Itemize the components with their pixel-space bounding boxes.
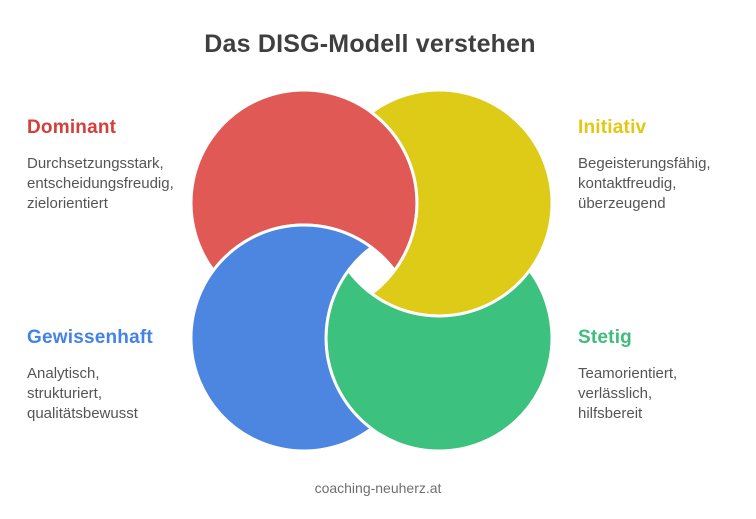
page-title: Das DISG-Modell verstehen: [204, 30, 536, 58]
quadrant-gewissenhaft-heading: Gewissenhaft: [27, 327, 153, 348]
quadrant-initiativ: Initiativ Begeisterungsfähig, kontaktfre…: [578, 117, 756, 214]
quadrant-dominant-traits: Durchsetzungsstark, entscheidungsfreudig…: [27, 155, 174, 212]
quadrant-initiativ-traits: Begeisterungsfähig, kontaktfreudig, über…: [578, 155, 711, 212]
quadrant-initiativ-heading: Initiativ: [578, 117, 647, 138]
quadrant-stetig: Stetig Teamorientiert, verlässlich, hilf…: [578, 327, 756, 424]
source-url-text: coaching-neuherz.at: [314, 480, 442, 496]
quadrant-dominant-heading: Dominant: [27, 117, 117, 138]
quadrant-stetig-traits: Teamorientiert, verlässlich, hilfsbereit: [578, 365, 678, 422]
quadrant-stetig-heading: Stetig: [578, 327, 632, 348]
ring-gewissenhaft-blue: [189, 223, 373, 453]
quadrant-gewissenhaft-traits: Analytisch, strukturiert, qualitätsbewus…: [27, 365, 138, 422]
quadrant-dominant: Dominant Durchsetzungsstark, entscheidun…: [27, 117, 205, 214]
quadrant-gewissenhaft: Gewissenhaft Analytisch, strukturiert, q…: [27, 327, 205, 424]
